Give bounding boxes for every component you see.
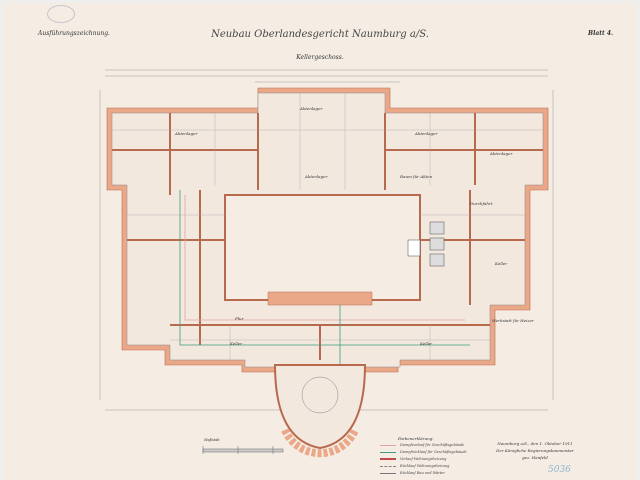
signature-place-date: Naumburg a/S., den 1. Oktober 1911 bbox=[497, 441, 573, 446]
legend-item: Rücklauf Wohnungsheizung bbox=[380, 464, 449, 468]
inventory-number: 5036 bbox=[548, 465, 571, 475]
boiler-room bbox=[407, 221, 445, 267]
drawing-type-label: Ausführungszeichnung. bbox=[38, 30, 110, 37]
legend-title: Farbenerklärung: bbox=[398, 436, 434, 441]
legend-item: Dampfrücklauf für Geschäftsgebäude bbox=[380, 450, 467, 454]
room-label: Durchfahrt bbox=[469, 201, 493, 206]
room-label: Keller bbox=[419, 341, 433, 346]
legend-item: Rücklauf Bau und Wärter bbox=[380, 471, 445, 475]
central-projection bbox=[267, 291, 373, 306]
signature-name: gez. Hanfeld bbox=[522, 455, 548, 460]
room-label: Keller bbox=[229, 341, 243, 346]
legend-item: Dampfvorlauf für Geschäftsgebäude bbox=[380, 443, 464, 447]
interior-walls bbox=[112, 113, 543, 360]
rotunda bbox=[273, 364, 367, 458]
scale-label: Maßstab bbox=[204, 438, 220, 442]
courtyard bbox=[224, 194, 421, 301]
room-label: Aktenlager bbox=[489, 151, 513, 156]
signature-office: Der Königliche Regierungsbaumeister bbox=[496, 448, 574, 453]
room-label: Aktenlager bbox=[414, 131, 438, 136]
archive-stamp bbox=[47, 5, 75, 23]
drawing-title: Neubau Oberlandesgericht Naumburg a/S. bbox=[211, 29, 429, 40]
room-label: Aktenlager bbox=[304, 174, 328, 179]
room-label: Aktenlager bbox=[299, 106, 323, 111]
room-label: Flur bbox=[234, 316, 245, 321]
sheet-number: Blatt 4. bbox=[588, 30, 614, 37]
room-label: Raum für Akten bbox=[399, 174, 433, 179]
room-label: Keller bbox=[494, 261, 508, 266]
grid-lines bbox=[112, 93, 543, 360]
room-label: Aktenlager bbox=[174, 131, 198, 136]
floor-name: Kellergeschoss. bbox=[296, 54, 344, 61]
legend-item: Vorlauf Wohnungsheizung bbox=[380, 457, 446, 461]
room-label: Werkstatt für Heizer bbox=[492, 318, 535, 323]
scale-bar bbox=[202, 446, 284, 454]
